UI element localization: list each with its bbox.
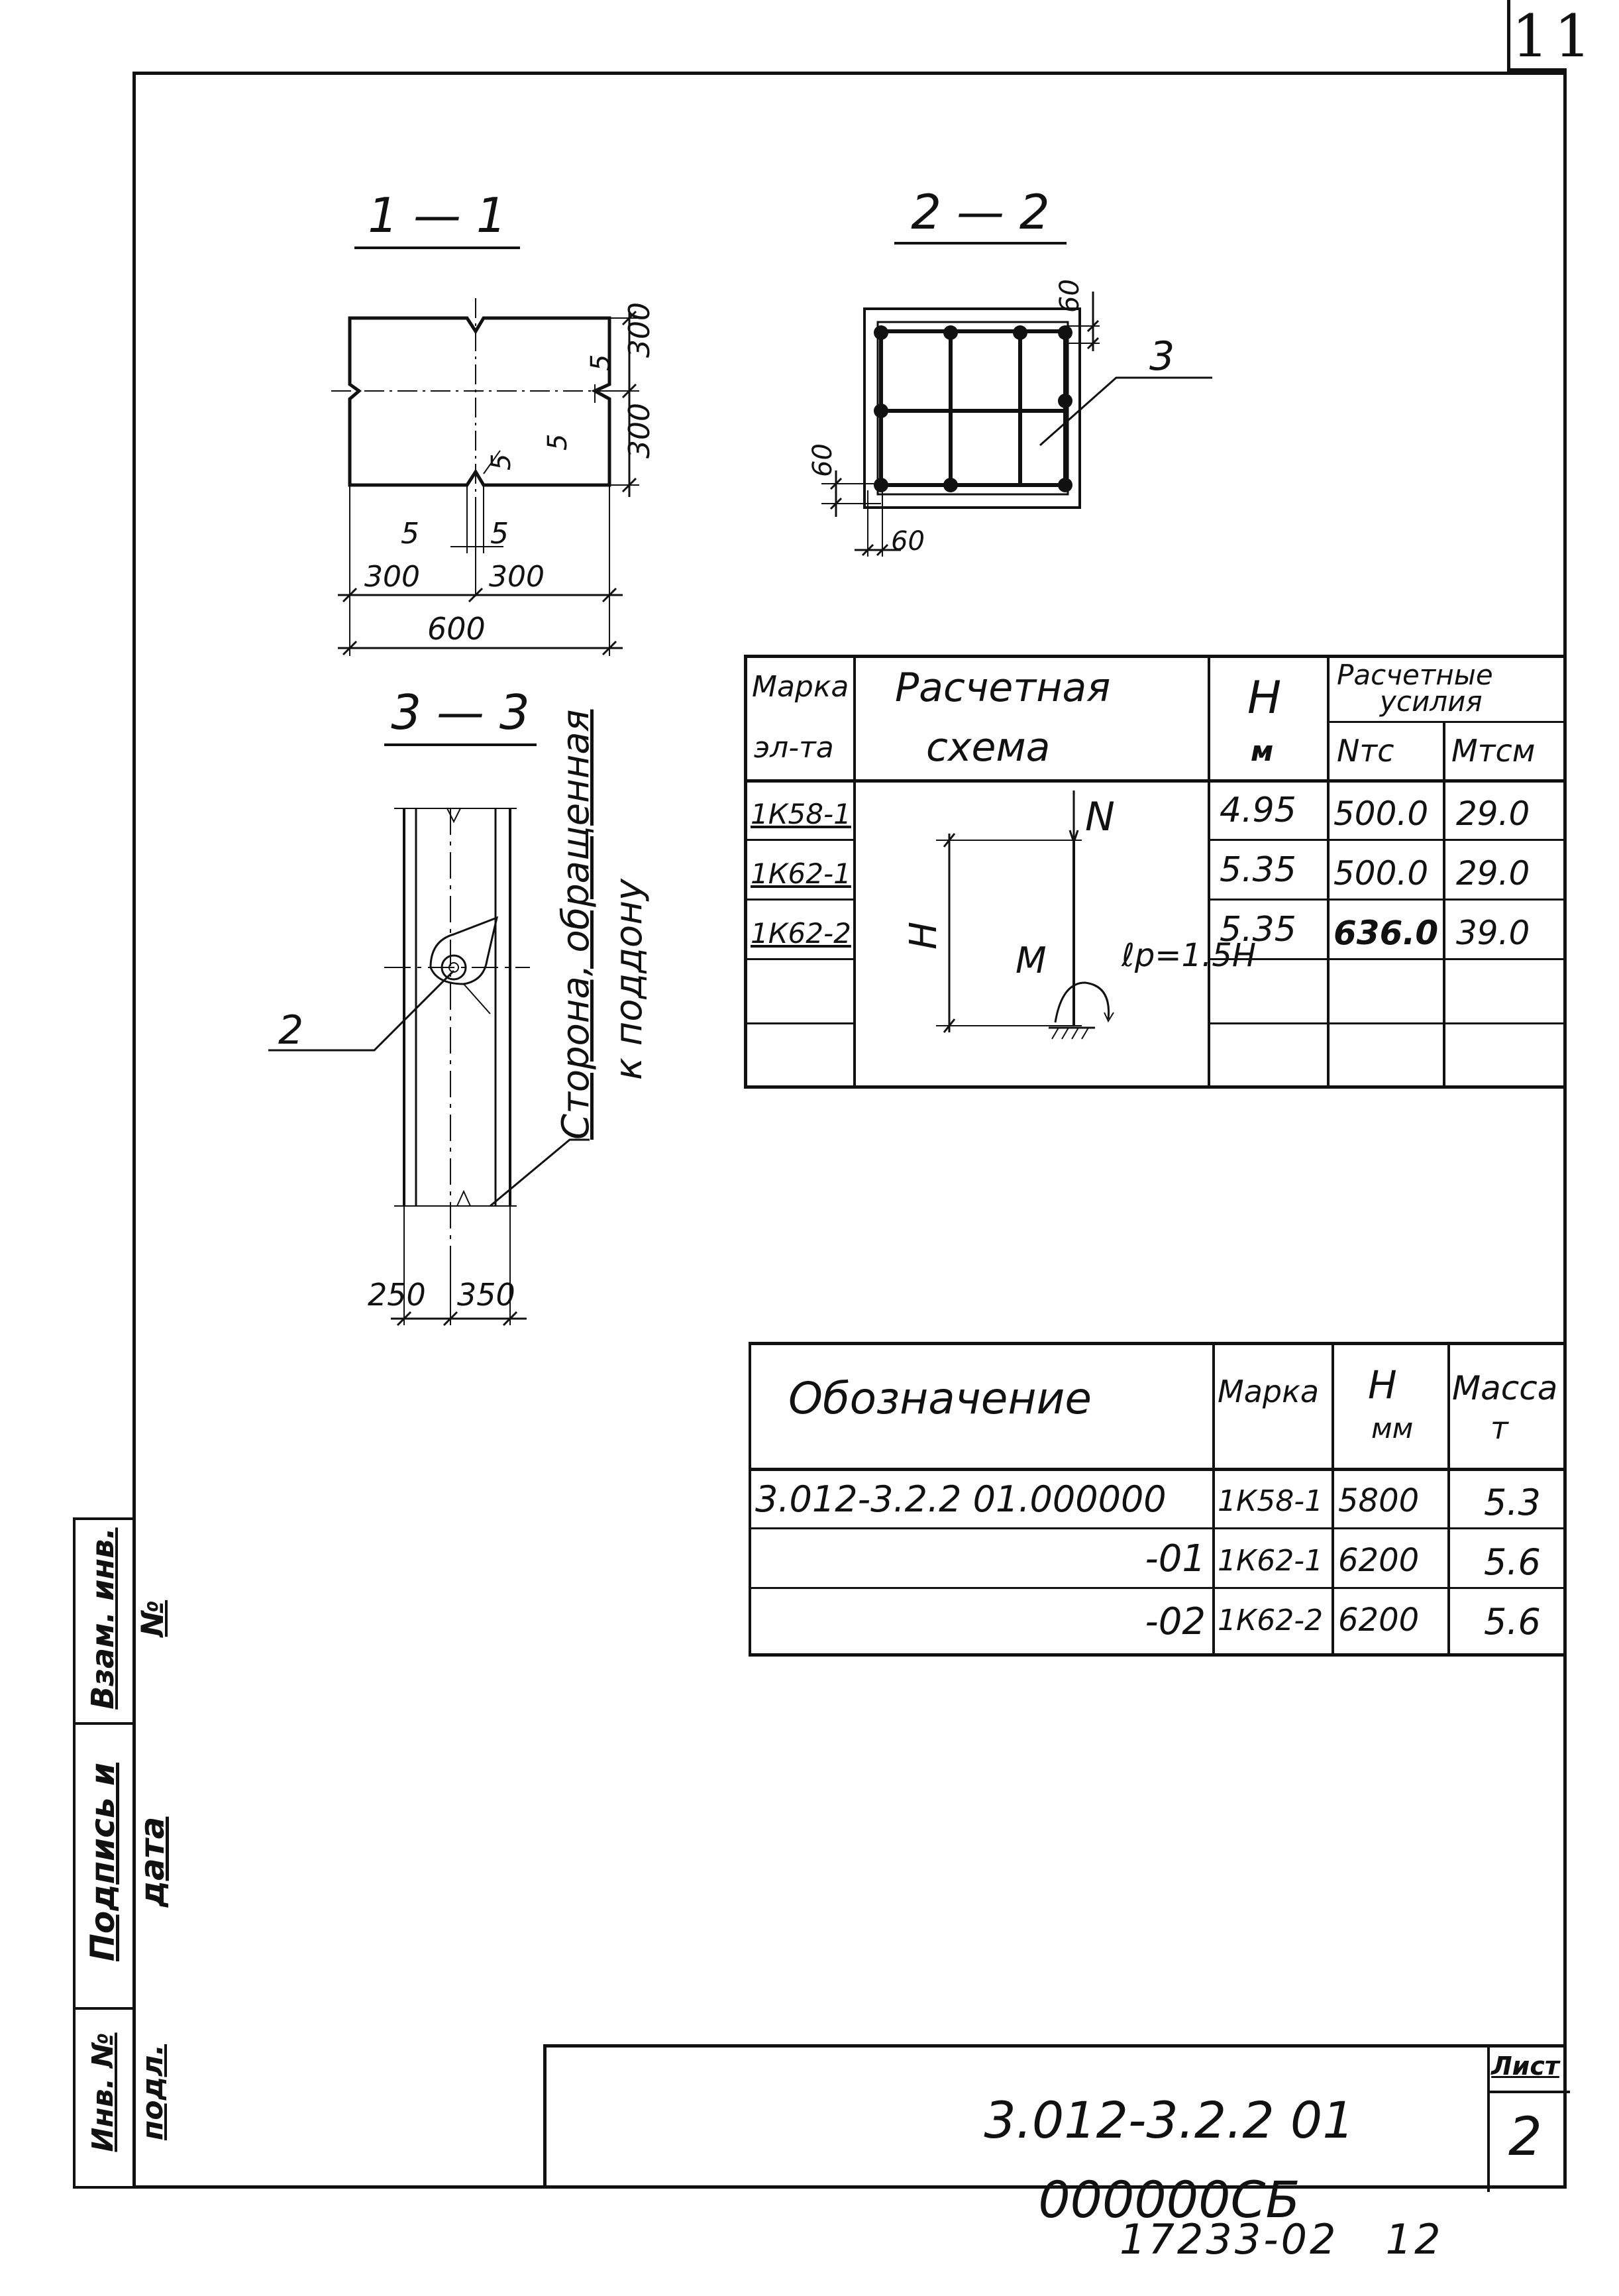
spec-row2-mark: 1К62-1 [1218,1543,1324,1578]
calc-row1-mark: 1К58-1 [751,797,851,830]
dim-1-1-5b: 5 [543,434,573,451]
calc-row1-N: 500.0 [1333,794,1429,833]
scheme-lp: ℓр=1.5H [1121,937,1256,974]
scheme-H: H [902,922,945,950]
title-block-code: 3.012-3.2.2 01 000000СБ [984,2091,1355,2229]
spec-h-mass: Масса [1452,1369,1558,1407]
side-note-line-1: Сторона, обращенная [554,709,598,1140]
dim-1-1-5l: 5 [401,517,419,551]
spec-row1-mass: 5.3 [1484,1482,1541,1523]
calc-row3-M: 39.0 [1456,914,1530,952]
section-underline-2-2 [894,242,1067,245]
section-2-2-drawing: 60 60 60 3 [808,279,1212,557]
dim-1-1-600: 600 [427,611,486,647]
calc-row2-N: 500.0 [1333,854,1429,893]
title-block-sheet-label: Лист [1491,2051,1559,2081]
spec-h-H-unit: мм [1371,1411,1414,1445]
calc-h-forces1: Расчетные [1337,658,1493,691]
dim-3-3-350: 350 [457,1277,515,1313]
calc-h-mark1: Марка [752,669,849,704]
leader-label-2: 2 [278,1007,303,1054]
calc-row3-N: 636.0 [1333,914,1439,952]
sheet-frame [132,72,1567,2189]
spec-row1-mark: 1К58-1 [1218,1484,1324,1518]
section-1-1-drawing: 300 300 5 5 5 5 5 300 300 600 [331,298,656,656]
section-title-3-3: 3 — 3 [391,684,530,740]
sheet-corner-number: 11 [1512,2,1596,70]
section-3-3-drawing: 2 250 350 [268,808,590,1327]
dim-1-1-300a: 300 [364,560,420,594]
dim-2-2-60-left: 60 [808,443,838,477]
dim-1-1-top300: 300 [623,302,656,358]
calc-h-H: H [1247,671,1282,724]
spec-row2-mass: 5.6 [1484,1541,1541,1583]
dim-1-1-300b: 300 [489,560,545,594]
spec-row3-mass: 5.6 [1484,1601,1541,1643]
footer-code: 17233-02 12 [1120,2215,1443,2264]
scheme-N: N [1085,794,1115,840]
side-stamp-inv-no: Инв. № подл. [86,2032,170,2152]
title-block [543,2044,1570,2192]
calc-h-H-unit: м [1251,734,1274,767]
section-title-2-2: 2 — 2 [911,184,1050,240]
calc-table: Марка эл-та Расчетная схема H м Расчетны… [744,655,1567,1089]
spec-row3-H: 6200 [1338,1602,1420,1639]
section-underline-1-1 [354,246,520,249]
spec-row2-desig: -01 [1145,1537,1206,1580]
side-stamp-sign-date: Подпись и дата [83,1763,172,1961]
calc-row3-mark: 1К62-2 [751,916,851,950]
title-block-sheet-no: 2 [1508,2106,1542,2167]
spec-h-H: H [1368,1362,1397,1407]
spec-h-mass-unit: т [1490,1410,1508,1446]
spec-row1-H: 5800 [1338,1482,1420,1519]
spec-row3-desig: -02 [1145,1600,1206,1643]
side-note-line-2: к поддону [607,879,651,1080]
leader-label-3: 3 [1149,333,1175,380]
calc-row1-H: 4.95 [1220,791,1296,830]
calc-row3-H: 5.35 [1220,910,1296,950]
section-title-1-1: 1 — 1 [368,188,507,243]
dim-1-1-bot300: 300 [623,403,656,459]
calc-h-mark2: эл-та [754,730,834,765]
calc-scheme-drawing: N H M ℓр=1.5H [902,791,1256,1040]
spec-row3-mark: 1К62-2 [1218,1603,1324,1637]
section-underline-3-3 [384,743,537,746]
spec-row2-H: 6200 [1338,1542,1420,1579]
side-stamp-replace-inv: Взам. инв. № [85,1527,170,1710]
spec-table: Обозначение Марка H мм Масса т 3.012-3.2… [749,1342,1567,1657]
calc-row2-mark: 1К62-1 [751,857,851,890]
dim-1-1-5a: 5 [586,355,616,371]
dim-2-2-60-top: 60 [1055,279,1085,313]
calc-row2-M: 29.0 [1456,854,1530,893]
calc-h-M: Mтсм [1451,733,1536,769]
calc-row1-M: 29.0 [1456,794,1530,833]
dim-1-1-5c: 5 [486,454,517,470]
spec-h-desig: Обозначение [788,1372,1092,1424]
side-note-rotated: Сторона, обращенная к поддону [550,663,662,1140]
calc-row2-H: 5.35 [1220,850,1296,890]
calc-h-scheme2: схема [926,724,1051,771]
dim-3-3-250: 250 [368,1277,426,1313]
dim-2-2-60-bot: 60 [891,526,925,557]
side-stamp [73,1517,135,2189]
spec-row1-desig: 3.012-3.2.2 01.000000 [755,1478,1167,1520]
dim-1-1-5r: 5 [490,517,509,551]
scheme-M: M [1016,940,1047,981]
sheet-corner-box [1507,0,1567,72]
calc-h-forces2: усилия [1380,684,1483,718]
calc-h-N: Nтс [1337,733,1394,769]
calc-h-scheme1: Расчетная [895,665,1111,711]
spec-h-mark: Марка [1218,1374,1320,1409]
